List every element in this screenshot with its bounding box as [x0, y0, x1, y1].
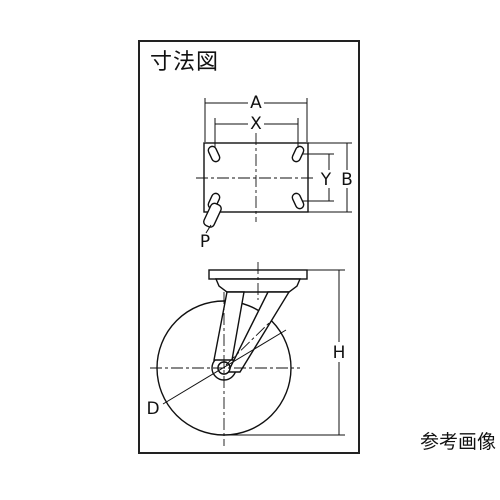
label-b: B — [341, 170, 353, 190]
brake-pedal — [203, 202, 222, 228]
bolt-slot — [291, 192, 305, 210]
fork-arm — [226, 291, 291, 373]
reference-image-caption: 参考画像 — [419, 431, 496, 453]
dimension-d: D — [146, 329, 287, 419]
label-y: Y — [320, 170, 332, 190]
fork-arm — [213, 291, 245, 361]
dimension-b: B — [308, 142, 353, 213]
label-d: D — [146, 399, 159, 419]
bolt-slot — [291, 145, 305, 163]
label-x: X — [250, 114, 262, 134]
dimension-y: Y — [302, 153, 334, 202]
offset-line — [225, 321, 271, 366]
dimension-x: X — [214, 114, 299, 148]
dimension-a: A — [204, 93, 308, 142]
label-h: H — [333, 343, 346, 363]
dimension-h: H — [224, 269, 346, 436]
side-caster-view — [150, 262, 308, 446]
bolt-slot — [207, 145, 221, 163]
label-p: P — [200, 232, 210, 252]
dimension-p: P — [200, 224, 212, 252]
top-plate-view — [196, 133, 316, 228]
label-a: A — [250, 93, 262, 113]
drawing-title: 寸法図 — [150, 50, 220, 75]
